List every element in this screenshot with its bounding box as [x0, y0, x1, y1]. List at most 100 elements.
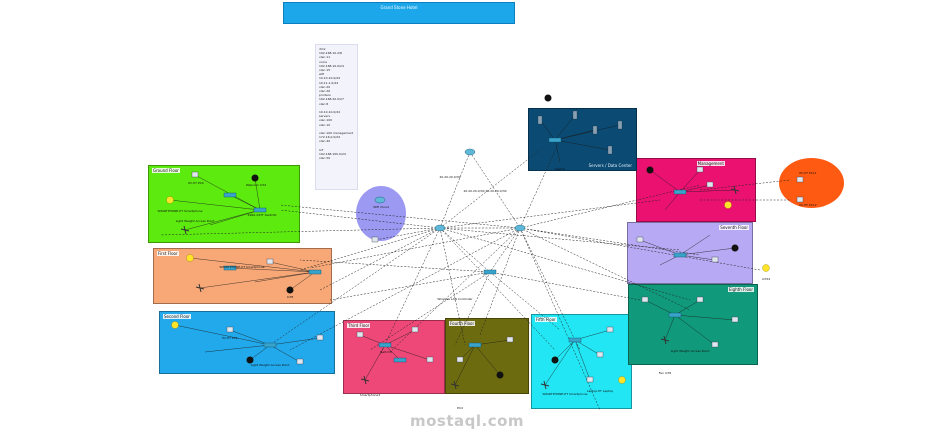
node-label: SMARTPHONE-PT Smartphone — [158, 209, 203, 213]
server-icon — [607, 145, 613, 155]
note-line: 192.168.10.0/24 — [319, 63, 344, 68]
trunk-link — [289, 227, 521, 351]
node-label: 20.20.20.0/30 — [439, 175, 460, 179]
pc-icon — [426, 356, 434, 363]
webcam-icon — [544, 94, 552, 102]
zone-ground-floor: Ground Floor — [148, 165, 300, 243]
trunk-link — [479, 227, 521, 336]
zone-link — [674, 299, 701, 316]
note-line: IoT — [319, 147, 324, 152]
trunk-link — [519, 227, 701, 256]
pc-icon — [371, 236, 379, 243]
trunk-link — [699, 179, 791, 191]
server-icon — [572, 110, 578, 120]
trunk-link — [279, 204, 521, 229]
zone-link — [204, 344, 271, 353]
pc-icon — [706, 181, 714, 188]
fan-icon — [180, 225, 190, 235]
webcam-icon — [251, 174, 259, 182]
zone-link — [229, 267, 316, 273]
zone-link — [679, 234, 711, 256]
zone-link — [384, 329, 416, 346]
zone-third-label: Third Floor — [347, 323, 371, 328]
note-line: servers — [319, 114, 331, 119]
router-icon — [374, 196, 386, 204]
zone-link — [554, 339, 576, 361]
switch-icon — [223, 265, 237, 271]
zone-link — [649, 169, 681, 193]
zone-link — [174, 324, 271, 346]
note-line: vlan 100 — [319, 118, 333, 123]
note-line: vlan 20 — [319, 84, 331, 89]
zone-link — [554, 139, 561, 163]
note-line: dmz — [319, 47, 326, 51]
trunk-link — [159, 227, 441, 236]
trunk-link — [279, 209, 441, 229]
node-label: PC-PT PC12 — [799, 203, 816, 207]
switch-icon — [673, 189, 687, 195]
note-line: vlan 50 — [319, 156, 331, 161]
zone-link — [269, 261, 316, 273]
trunk-link — [309, 227, 521, 269]
note-line: 10.10.10.0/24 — [319, 110, 341, 115]
switch-icon — [253, 207, 267, 213]
trunk-link — [299, 227, 441, 271]
zone-ground-label: Ground Floor — [152, 168, 180, 173]
zone-link — [269, 344, 301, 363]
fan-icon — [195, 283, 205, 293]
node-label: 2960-24TT Switch0 — [248, 213, 277, 217]
zone-server-label: Servers / Data Center — [588, 163, 632, 168]
trunk-link — [489, 271, 641, 301]
zone-link — [209, 209, 261, 226]
node-label: 20.20.20.0/30 20.20.20.0/30 — [463, 189, 506, 193]
zone-link — [679, 247, 736, 256]
zone-link — [254, 271, 316, 283]
zone-second-label: Second Floor — [163, 314, 191, 319]
zone-link — [554, 124, 621, 141]
note-line: 192.168.100.0/24 — [319, 152, 346, 157]
switch-icon — [568, 337, 582, 343]
pc-icon — [316, 334, 324, 341]
zone-eighth-floor: Eighth Floor — [628, 284, 758, 365]
trunk-link — [439, 199, 661, 229]
zone-link — [364, 344, 386, 381]
zone-link — [574, 339, 591, 381]
trunk-link — [489, 227, 521, 273]
lamp-icon — [186, 254, 194, 262]
fan-icon — [360, 375, 370, 385]
webcam-icon — [646, 166, 654, 174]
zone-link — [384, 344, 401, 361]
lamp-icon — [166, 196, 174, 204]
node-label: PC4 — [457, 406, 463, 410]
trunk-link — [519, 227, 601, 411]
zone-link — [639, 239, 681, 256]
node-label: Light Weight Access Point — [176, 219, 215, 223]
zone-link — [544, 339, 576, 386]
zone-link — [664, 314, 676, 341]
zone-link — [679, 189, 736, 193]
zone-eighth-label: Eighth Floor — [727, 287, 754, 292]
switch-icon — [668, 312, 682, 318]
zone-link — [664, 191, 681, 211]
zone-link — [194, 174, 261, 211]
fan-icon — [450, 380, 460, 390]
router-icon — [514, 224, 526, 232]
trunk-link — [519, 227, 761, 271]
zone-fourth-floor: Fourth Floor — [445, 318, 529, 394]
webcam-icon — [246, 356, 254, 364]
node-label: Laptop-PT Laptop — [587, 389, 613, 393]
zone-link — [169, 199, 261, 211]
pc-icon — [711, 341, 719, 348]
trunk-link — [519, 227, 691, 311]
trunk-link — [319, 227, 441, 291]
pc-icon — [586, 376, 594, 383]
webcam-icon — [286, 286, 294, 294]
trunk-link — [269, 227, 441, 346]
zone-link — [539, 119, 556, 141]
zone-link — [644, 299, 676, 316]
pc-icon — [796, 176, 804, 183]
switch-icon — [483, 269, 497, 275]
note-line: vlan 11 — [319, 55, 331, 60]
trunk-link — [299, 259, 491, 273]
